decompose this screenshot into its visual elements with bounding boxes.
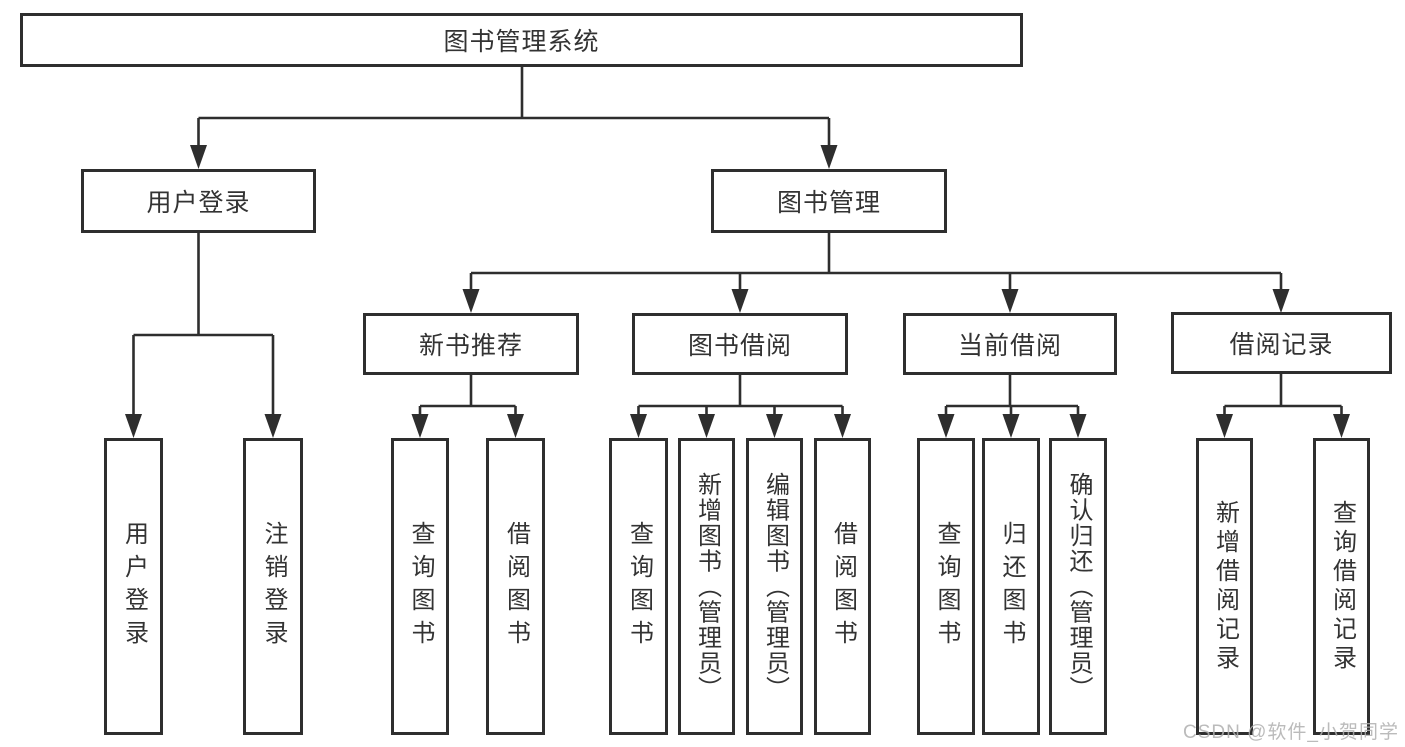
csdn-watermark: CSDN @软件_小贺同学 — [1183, 722, 1399, 743]
leaf-borrowing-borrow-books-label: 借阅图书 — [829, 520, 857, 653]
leaf-borrowing-add-books-admin: 新增图书（管理员） — [678, 438, 735, 735]
node-new-book-recommend-label: 新书推荐 — [418, 332, 523, 360]
leaf-recommend-query-books-label: 查询图书 — [407, 520, 434, 653]
leaf-records-add-record-label: 新增借阅记录 — [1211, 499, 1239, 674]
leaf-current-query-books: 查询图书 — [917, 438, 975, 735]
leaf-current-return-books: 归还图书 — [982, 438, 1040, 735]
node-new-book-recommend: 新书推荐 — [363, 313, 579, 375]
leaf-user-login-label: 用户登录 — [120, 520, 148, 653]
leaf-current-confirm-return-admin: 确认归还（管理员） — [1049, 438, 1107, 735]
leaf-borrowing-add-books-admin-label: 新增图书（管理员） — [693, 471, 721, 702]
leaf-records-add-record: 新增借阅记录 — [1196, 438, 1253, 735]
leaf-recommend-borrow-books-label: 借阅图书 — [502, 520, 530, 653]
node-current-borrowing-label: 当前借阅 — [957, 332, 1062, 360]
leaf-records-query-record-label: 查询借阅记录 — [1328, 499, 1356, 674]
arrowhead-icons — [125, 145, 1350, 438]
leaf-recommend-borrow-books: 借阅图书 — [486, 438, 545, 735]
node-book-management: 图书管理 — [711, 169, 947, 233]
node-borrow-records-label: 借阅记录 — [1229, 331, 1334, 359]
leaf-borrowing-borrow-books: 借阅图书 — [814, 438, 871, 735]
node-root-library-system: 图书管理系统 — [20, 13, 1023, 67]
leaf-borrowing-query-books-label: 查询图书 — [625, 520, 653, 653]
leaf-logout: 注销登录 — [243, 438, 303, 735]
leaf-current-confirm-return-admin-label: 确认归还（管理员） — [1065, 471, 1092, 702]
connector-lines — [132, 66, 1343, 420]
leaf-borrowing-edit-books-admin-label: 编辑图书（管理员） — [761, 471, 789, 702]
leaf-current-query-books-label: 查询图书 — [933, 520, 960, 653]
leaf-borrowing-query-books: 查询图书 — [609, 438, 668, 735]
leaf-records-query-record: 查询借阅记录 — [1313, 438, 1370, 735]
node-root-label: 图书管理系统 — [443, 28, 600, 56]
leaf-borrowing-edit-books-admin: 编辑图书（管理员） — [746, 438, 803, 735]
node-user-login: 用户登录 — [81, 169, 316, 233]
leaf-current-return-books-label: 归还图书 — [998, 520, 1025, 653]
node-book-borrowing: 图书借阅 — [632, 313, 848, 375]
node-current-borrowing: 当前借阅 — [903, 313, 1117, 375]
leaf-recommend-query-books: 查询图书 — [391, 438, 449, 735]
node-borrow-records: 借阅记录 — [1171, 312, 1392, 374]
leaf-user-login: 用户登录 — [104, 438, 163, 735]
node-user-login-label: 用户登录 — [146, 189, 251, 217]
leaf-logout-label: 注销登录 — [260, 520, 287, 653]
node-book-management-label: 图书管理 — [776, 189, 881, 217]
node-book-borrowing-label: 图书借阅 — [687, 332, 792, 360]
